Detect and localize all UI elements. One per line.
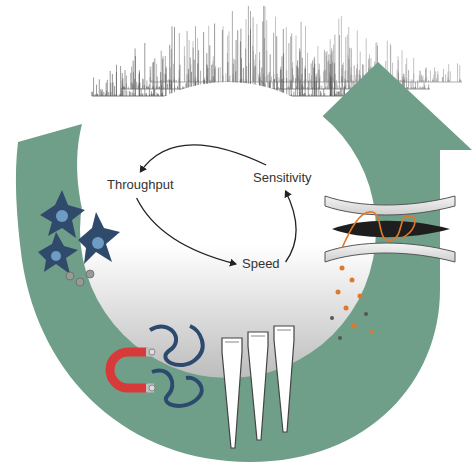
cells xyxy=(38,190,120,274)
term-label: Speed xyxy=(242,256,280,272)
mass-spectra xyxy=(92,6,462,96)
central-disc xyxy=(80,82,376,378)
cycle-arrow xyxy=(140,145,266,172)
cycle-arrow xyxy=(137,198,236,264)
cycle-term: Throughput xyxy=(104,175,177,195)
orbitrap-analyzer xyxy=(325,196,455,262)
term-label: Sensitivity xyxy=(253,170,312,186)
term-label: Throughput xyxy=(107,177,174,193)
beads xyxy=(66,270,94,286)
green-arrow-band xyxy=(16,62,472,462)
pipette-tips xyxy=(222,326,294,448)
cycle-term: Sensitivity xyxy=(250,168,315,188)
magnet-and-proteins xyxy=(110,326,203,406)
ion-droplets xyxy=(330,266,374,341)
cycle-term: Speed xyxy=(239,254,283,274)
cycle-arrow xyxy=(286,191,297,262)
